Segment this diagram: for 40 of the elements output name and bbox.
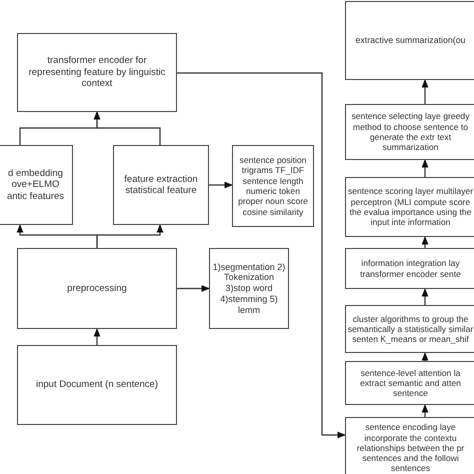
box-text: input Document (n sentence) xyxy=(35,379,159,391)
process-box xyxy=(17,33,177,112)
box-text: transformer encoder for representing feature by linguistic context xyxy=(28,55,166,90)
box-text: sentence position trigrams TF_IDF sentence length numeric token proper noun score cosine similarity xyxy=(237,155,309,217)
box-text: sentence encoding laye incorporate the contextu relationships between the pr sentences and the followi sentences xyxy=(356,422,466,474)
box-text: sentence selecting laye greedy method to choose sentence to generate the extr text summarization xyxy=(350,111,470,153)
process-box xyxy=(345,104,474,160)
box-text: sentence-level attention la extract semantic and atten sentence xyxy=(359,368,462,398)
arrow xyxy=(422,404,428,417)
arrow xyxy=(177,285,210,292)
arrow xyxy=(96,224,164,248)
process-box xyxy=(345,1,474,80)
process-box xyxy=(345,417,474,474)
process-box xyxy=(209,248,289,329)
box-text: preprocessing xyxy=(66,282,128,294)
process-box xyxy=(232,145,314,227)
arrow xyxy=(177,72,346,438)
arrow xyxy=(422,79,428,104)
process-box xyxy=(345,361,474,405)
box-text: 1)segmentation 2) Tokenization 3)stop word 4)stemming 5) lemm xyxy=(212,262,286,316)
arrow xyxy=(94,328,100,345)
process-box xyxy=(345,248,474,289)
arrow xyxy=(209,182,233,188)
process-box xyxy=(0,145,73,225)
process-box xyxy=(17,345,177,425)
box-text: d embedding ove+ELMO antic features xyxy=(6,168,66,202)
process-box xyxy=(17,248,177,329)
arrow xyxy=(422,288,428,305)
arrow xyxy=(94,111,161,145)
box-text: sentence scoring layer multilayer perceptron (MLI compute score the evalua importance using the input inte information xyxy=(347,186,474,228)
box-text: extractive summarization(ou xyxy=(354,35,466,46)
process-box xyxy=(345,177,474,237)
arrow xyxy=(422,236,428,248)
process-box xyxy=(345,305,474,353)
arrow xyxy=(422,159,428,177)
box-text: feature extraction statistical feature xyxy=(123,174,199,196)
arrow xyxy=(422,352,428,361)
process-box xyxy=(113,145,209,225)
box-text: cluster algorithms to group the semantically a statistically similar senten K_means or mean_shif xyxy=(347,314,474,344)
box-text: information integration lay transformer encoder sente xyxy=(359,258,462,279)
